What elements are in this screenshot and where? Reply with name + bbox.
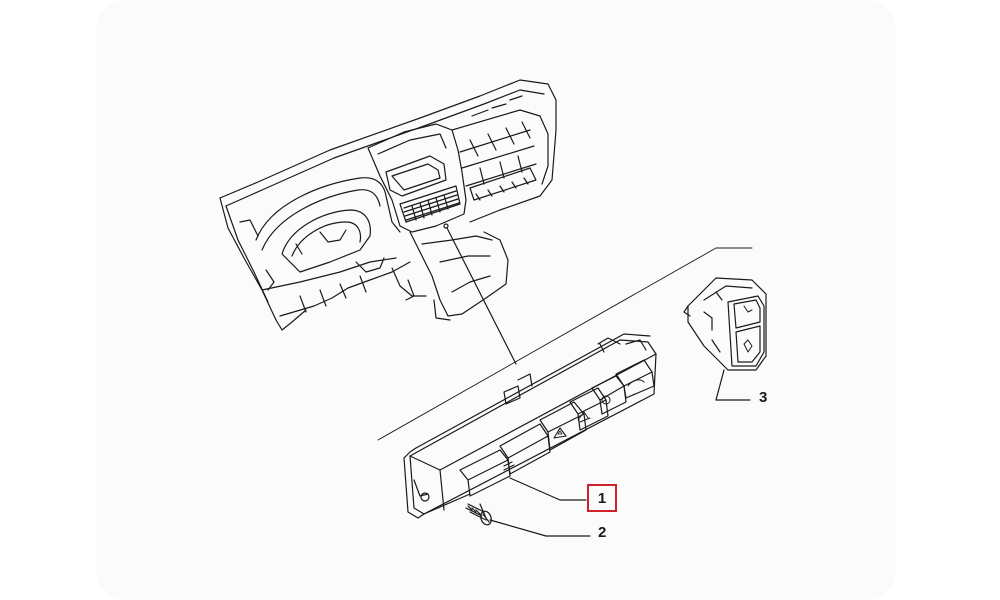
switch-panel-part-1 — [403, 333, 657, 519]
leader-line-3 — [715, 369, 751, 401]
switch-part-3 — [683, 277, 767, 371]
screw-part-2 — [465, 503, 492, 526]
leader-line-2 — [489, 519, 591, 537]
dashboard-assembly — [219, 79, 557, 331]
callout-label-1: 1 — [587, 484, 617, 512]
seat-heating-icon — [577, 411, 591, 423]
hazard-warning-icon — [553, 427, 567, 439]
rear-fog-icon — [627, 379, 645, 387]
callout-label-3: 3 — [759, 389, 768, 406]
callout-label-2: 2 — [598, 524, 607, 541]
pointer-line-dash — [445, 225, 517, 365]
diagram-backdrop — [96, 0, 896, 600]
frame-line — [377, 247, 717, 441]
leader-line-1 — [509, 477, 587, 501]
